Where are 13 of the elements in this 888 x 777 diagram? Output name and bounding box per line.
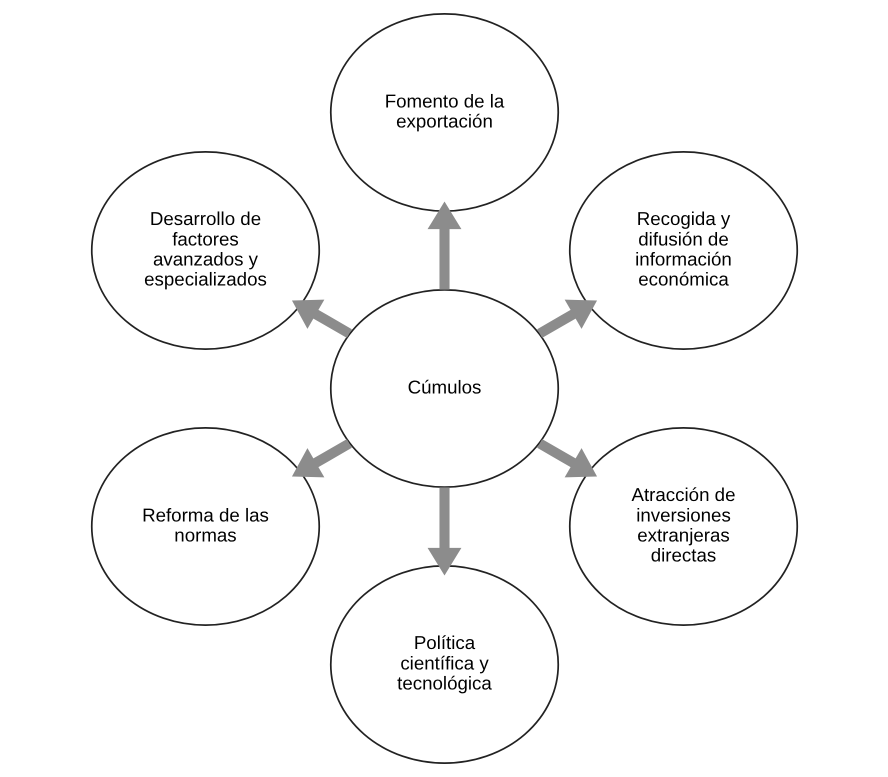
node-ellipse: Recogida y difusión de información económica bbox=[568, 151, 798, 350]
node-ellipse: Fomento de la exportación bbox=[329, 13, 559, 212]
arrow bbox=[427, 202, 461, 290]
node-ellipse: Cúmulos bbox=[329, 289, 559, 488]
arrow bbox=[291, 439, 352, 478]
arrow bbox=[291, 300, 352, 338]
arrow bbox=[536, 300, 597, 338]
arrow bbox=[427, 487, 461, 576]
node-ellipse: Desarrollo de factores avanzados y especializados bbox=[90, 151, 320, 350]
arrow bbox=[536, 439, 597, 478]
node-ellipse: Atracción de inversiones extranjeras directas bbox=[568, 427, 798, 626]
node-ellipse: Política científica y tecnológica bbox=[329, 565, 559, 764]
node-ellipse: Reforma de las normas bbox=[90, 427, 320, 626]
